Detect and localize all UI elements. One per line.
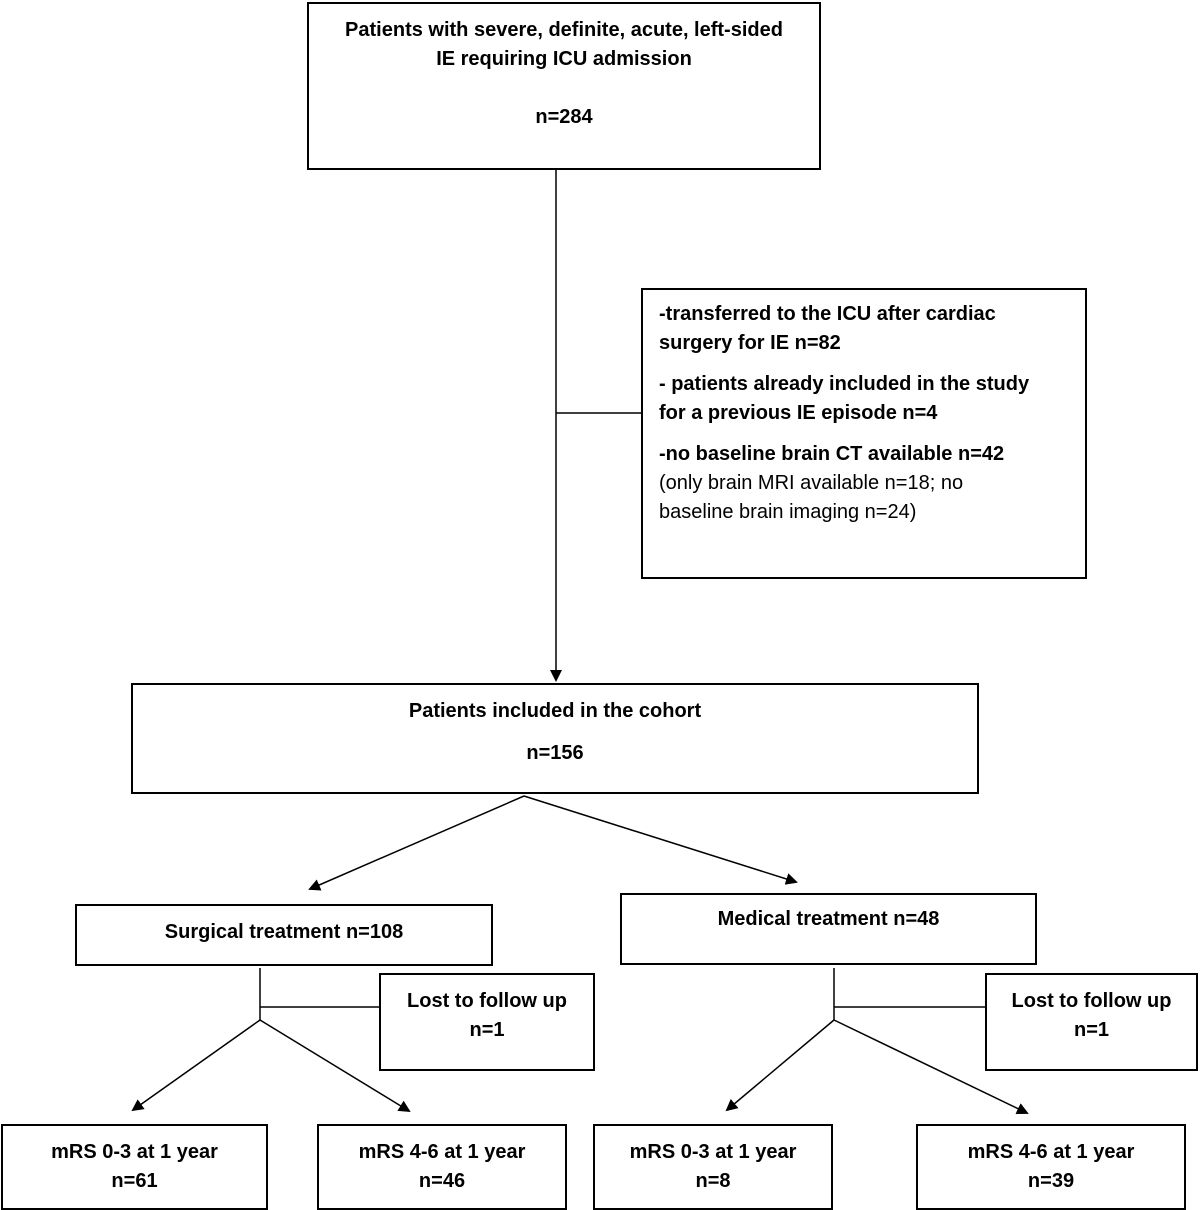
arrow-medical-poor bbox=[833, 1019, 1029, 1115]
arrow-medical-good bbox=[725, 1019, 835, 1112]
medical-lost-followup-box: Lost to follow up n=1 bbox=[985, 973, 1198, 1071]
surgical-mrs-0-3-label: mRS 0-3 at 1 year bbox=[51, 1141, 218, 1163]
medical-mrs-4-6-label: mRS 4-6 at 1 year bbox=[967, 1141, 1135, 1163]
arrow-surgical-good bbox=[131, 1019, 261, 1112]
medical-mrs-0-3-count: n=8 bbox=[695, 1170, 731, 1192]
surgical-mrs-0-3-count: n=61 bbox=[111, 1170, 158, 1192]
surgical-lost-label: Lost to follow up bbox=[407, 990, 567, 1012]
arrow-to-surgical bbox=[308, 795, 525, 891]
cohort-label: Patients included in the cohort bbox=[408, 700, 702, 722]
initial-population-line1: Patients with severe, definite, acute, l… bbox=[345, 19, 783, 41]
medical-mrs-4-6-count: n=39 bbox=[1027, 1170, 1075, 1192]
initial-population-count: n=284 bbox=[535, 106, 593, 128]
exclusion-item-already-included: - patients already included in the study… bbox=[659, 373, 1030, 424]
initial-population-line2: IE requiring ICU admission bbox=[436, 48, 692, 70]
medical-mrs-0-3-label: mRS 0-3 at 1 year bbox=[629, 1141, 797, 1163]
medical-lost-label: Lost to follow up bbox=[1011, 990, 1172, 1012]
surgical-treatment-box: Surgical treatment n=108 bbox=[75, 904, 493, 966]
surgical-lost-followup-box: Lost to follow up n=1 bbox=[379, 973, 595, 1071]
surgical-mrs-4-6-label: mRS 4-6 at 1 year bbox=[358, 1141, 526, 1163]
surgical-treatment-label: Surgical treatment n=108 bbox=[164, 921, 404, 943]
medical-lost-count: n=1 bbox=[1073, 1019, 1110, 1041]
arrow-surgical-poor bbox=[259, 1019, 411, 1113]
medical-treatment-label: Medical treatment n=48 bbox=[717, 908, 940, 930]
initial-population-box: Patients with severe, definite, acute, l… bbox=[307, 2, 821, 170]
surgical-lost-count: n=1 bbox=[469, 1019, 505, 1041]
surgical-mrs-0-3-box: mRS 0-3 at 1 year n=61 bbox=[1, 1124, 268, 1210]
medical-treatment-box: Medical treatment n=48 bbox=[620, 893, 1037, 965]
surgical-mrs-4-6-box: mRS 4-6 at 1 year n=46 bbox=[317, 1124, 567, 1210]
medical-mrs-4-6-box: mRS 4-6 at 1 year n=39 bbox=[916, 1124, 1186, 1210]
exclusion-criteria-box: -transferred to the ICU after cardiac su… bbox=[641, 288, 1087, 579]
exclusion-item-transferred: -transferred to the ICU after cardiac su… bbox=[659, 303, 996, 354]
medical-mrs-0-3-box: mRS 0-3 at 1 year n=8 bbox=[593, 1124, 833, 1210]
cohort-box: Patients included in the cohort n=156 bbox=[131, 683, 979, 794]
surgical-mrs-4-6-count: n=46 bbox=[418, 1170, 466, 1192]
cohort-count: n=156 bbox=[526, 742, 584, 764]
arrow-to-medical bbox=[523, 795, 798, 885]
exclusion-item-no-baseline-ct: -no baseline brain CT available n=42 (on… bbox=[659, 443, 1005, 523]
